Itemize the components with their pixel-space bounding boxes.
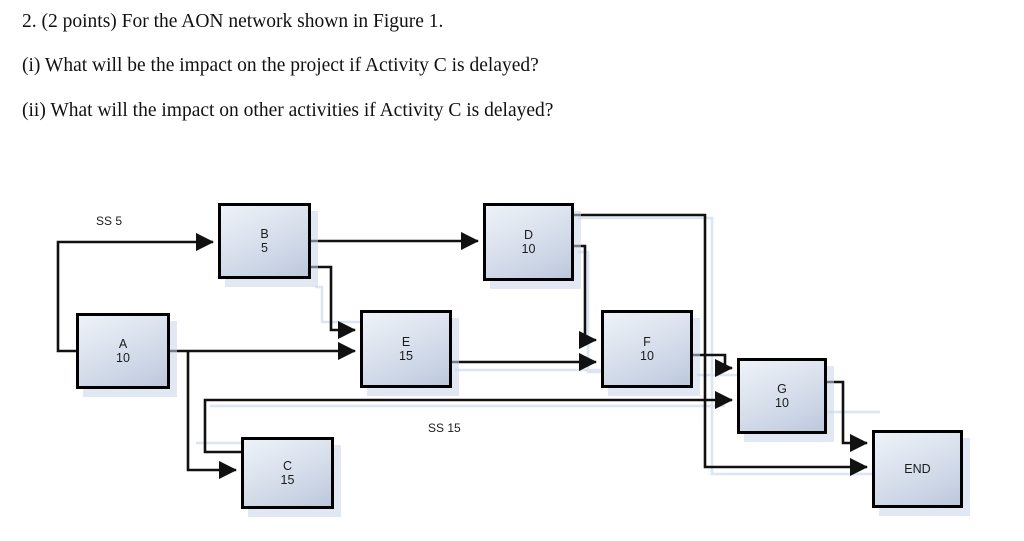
node-label-e: E	[401, 334, 411, 349]
question-line-3: (ii) What will the impact on other activ…	[22, 100, 554, 121]
activity-node-b[interactable]: B 5	[218, 203, 311, 279]
node-label-b: B	[260, 226, 269, 241]
edge-b-to-e	[311, 265, 357, 340]
node-label-a: A	[118, 336, 128, 351]
node-duration-d: 10	[521, 242, 536, 256]
edge-label-ss15: SS 15	[428, 421, 461, 435]
node-duration-a: 10	[116, 351, 130, 365]
edge-label-ss5: SS 5	[96, 214, 123, 228]
activity-node-a[interactable]: A 10	[76, 313, 170, 389]
activity-node-e[interactable]: E 15	[360, 310, 452, 388]
node-label-end: END	[904, 461, 931, 476]
edge-f-to-g	[693, 353, 734, 378]
node-duration-e: 15	[399, 349, 413, 363]
node-duration-f: 10	[640, 349, 654, 363]
node-label-c: C	[282, 458, 293, 473]
activity-node-d[interactable]: D 10	[483, 203, 574, 281]
node-duration-b: 5	[261, 241, 268, 255]
edge-d-to-end	[574, 213, 869, 477]
node-duration-g: 10	[775, 396, 789, 410]
edge-d-to-f	[574, 244, 598, 350]
activity-node-g[interactable]: G 10	[737, 358, 827, 434]
node-label-d: D	[523, 227, 534, 242]
edge-group	[56, 213, 869, 480]
activity-node-end[interactable]: END	[872, 430, 963, 508]
node-label-f: F	[643, 334, 651, 349]
activity-node-c[interactable]: C 15	[241, 437, 334, 509]
edge-a-to-b	[56, 232, 215, 353]
question-line-2: (i) What will be the impact on the proje…	[22, 54, 539, 76]
edge-g-to-end	[827, 380, 869, 453]
question-text-block: 2. (2 points) For the AON network shown …	[22, 6, 1002, 121]
node-duration-c: 15	[280, 473, 295, 487]
activity-node-f[interactable]: F 10	[601, 310, 693, 388]
question-line-1: 2. (2 points) For the AON network shown …	[22, 11, 444, 32]
node-label-g: G	[777, 381, 787, 396]
edge-a-to-c	[186, 351, 238, 480]
edge-c-to-g	[203, 390, 734, 454]
